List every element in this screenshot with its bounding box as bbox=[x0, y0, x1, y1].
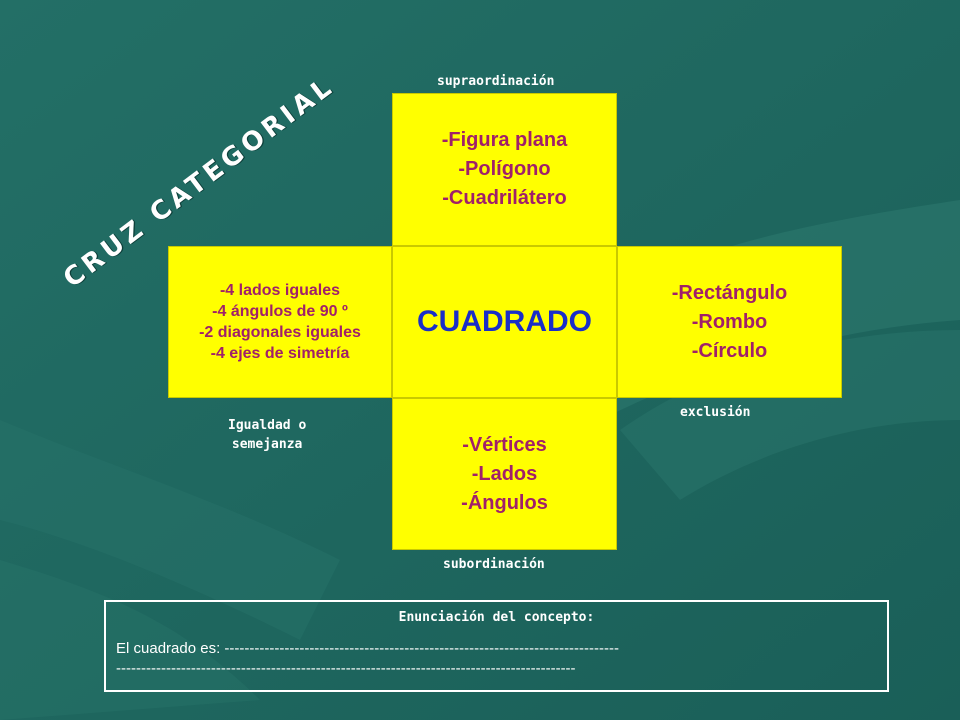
box-igualdad: -4 lados iguales -4 ángulos de 90 º -2 d… bbox=[168, 246, 392, 398]
box-exclusion: -Rectángulo -Rombo -Círculo bbox=[617, 246, 842, 398]
concept-line-1: El cuadrado es: ------------------------… bbox=[116, 640, 620, 657]
exclusion-item: -Rombo bbox=[691, 310, 768, 333]
box-subordinacion: -Vértices -Lados -Ángulos bbox=[392, 398, 617, 550]
sub-item: -Lados bbox=[471, 462, 538, 485]
sub-item: -Vértices bbox=[462, 433, 547, 456]
box-concepto-central: CUADRADO bbox=[392, 246, 617, 398]
concept-statement-box: Enunciación del concepto: El cuadrado es… bbox=[104, 600, 889, 692]
concept-line-2: ----------------------------------------… bbox=[116, 660, 576, 677]
supra-item: -Polígono bbox=[458, 158, 551, 180]
exclusion-item: -Rectángulo bbox=[671, 281, 788, 304]
label-subordinacion: subordinación bbox=[443, 557, 545, 572]
supra-item: -Cuadrilátero bbox=[442, 187, 567, 209]
label-exclusion: exclusión bbox=[680, 405, 751, 420]
igualdad-item: -4 lados iguales bbox=[219, 282, 341, 299]
igualdad-item: -2 diagonales iguales bbox=[199, 324, 361, 341]
igualdad-item: -4 ángulos de 90 º bbox=[212, 303, 348, 320]
sub-item: -Ángulos bbox=[461, 491, 548, 514]
central-concept: CUADRADO bbox=[417, 305, 592, 338]
label-supraordinacion: supraordinación bbox=[437, 74, 555, 89]
label-igualdad-line2: semejanza bbox=[231, 437, 303, 452]
label-igualdad-line1: Igualdad o bbox=[228, 418, 307, 433]
igualdad-item: -4 ejes de simetría bbox=[210, 345, 350, 362]
label-igualdad: Igualdad o semejanza bbox=[228, 416, 306, 454]
box-supraordinacion: -Figura plana -Polígono -Cuadrilátero bbox=[392, 93, 617, 246]
concept-title: Enunciación del concepto: bbox=[398, 610, 595, 625]
exclusion-item: -Círculo bbox=[691, 339, 768, 362]
supra-item: -Figura plana bbox=[441, 129, 568, 151]
